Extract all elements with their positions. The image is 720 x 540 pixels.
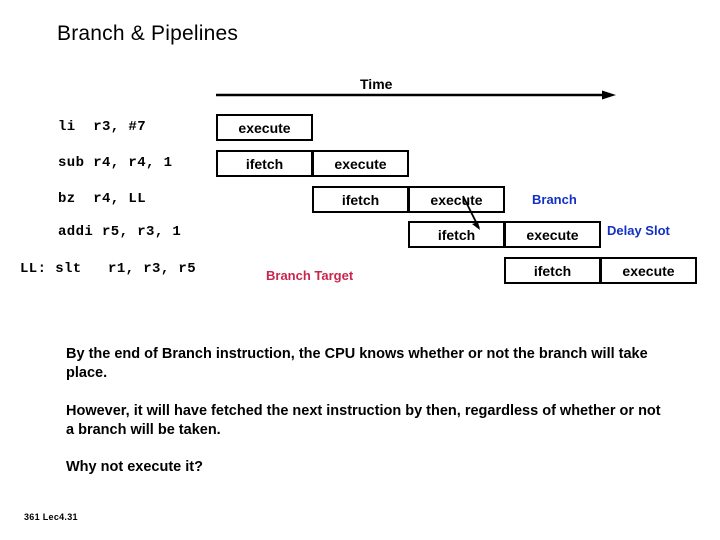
stage-box-r3-ifetch: ifetch [408,221,505,248]
stage-box-r4-execute: execute [600,257,697,284]
time-axis-label: Time [360,76,393,92]
instruction-line-3: addi r5, r3, 1 [58,224,182,240]
stage-box-r1-execute: execute [312,150,409,177]
annotation-branch: Branch [532,192,577,207]
instruction-line-0: li r3, #7 [58,119,147,135]
stage-box-r1-ifetch: ifetch [216,150,313,177]
body-paragraph-2: Why not execute it? [66,459,203,475]
stage-box-r2-execute: execute [408,186,505,213]
body-paragraph-0: By the end of Branch instruction, the CP… [66,346,648,381]
annotation-delay-slot: Delay Slot [607,223,670,238]
page-title: Branch & Pipelines [57,22,239,45]
stage-box-r2-ifetch: ifetch [312,186,409,213]
stage-box-r0-execute: execute [216,114,313,141]
time-axis-arrow [216,90,616,100]
instruction-line-2: bz r4, LL [58,191,147,207]
instruction-line-4: LL: slt r1, r3, r5 [20,261,197,277]
branch-resolution-arrow-icon [462,195,480,230]
stage-box-r3-execute: execute [504,221,601,248]
body-paragraph-1: However, it will have fetched the next i… [66,403,661,438]
slide-footer: 361 Lec4.31 [24,512,78,522]
annotation-branch-target: Branch Target [266,268,354,283]
stage-box-r4-ifetch: ifetch [504,257,601,284]
instruction-line-1: sub r4, r4, 1 [58,155,173,171]
